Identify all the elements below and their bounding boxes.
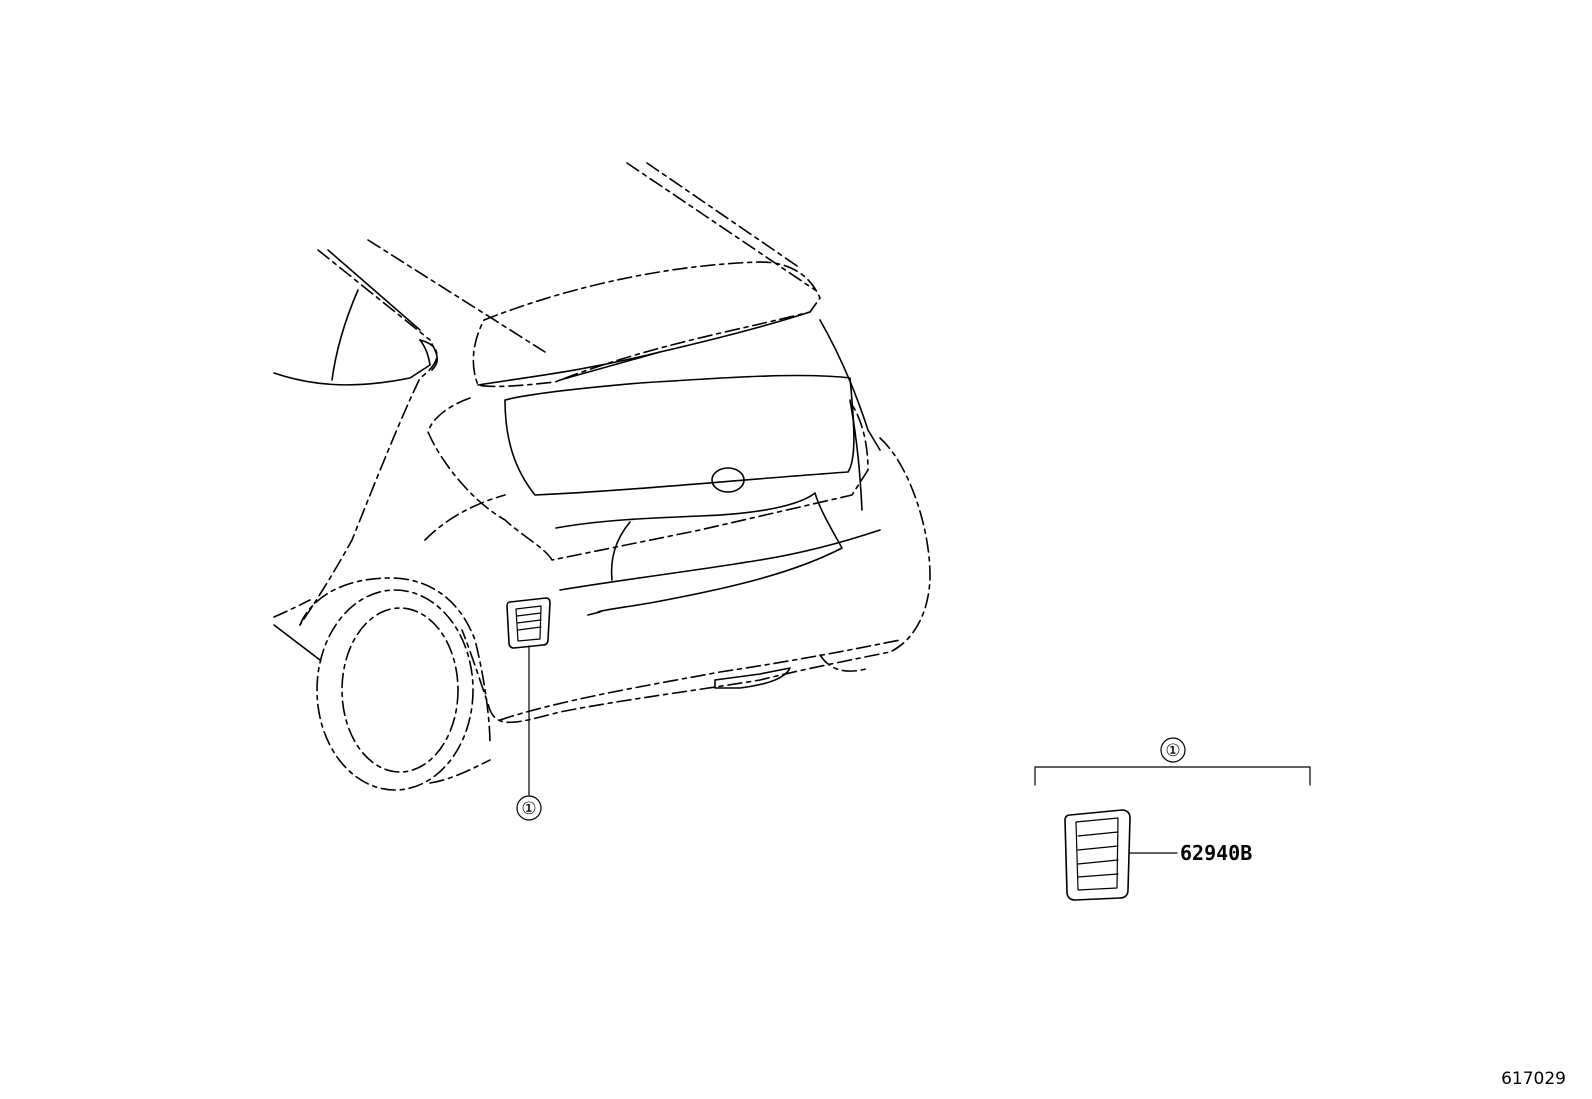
- vent-reflector-part-icon: [1064, 809, 1131, 901]
- vehicle-illustration: [273, 162, 931, 791]
- part-number-label: 62940B: [1180, 841, 1252, 865]
- vent-reflector-on-vehicle-icon: [506, 597, 551, 649]
- vehicle-callout-label: ①: [521, 799, 536, 819]
- group-callout-label: ①: [1165, 741, 1180, 761]
- part-group: ① 62940B: [1034, 737, 1311, 901]
- group-bracket: [1034, 766, 1311, 786]
- diagram-id: 617029: [1501, 1069, 1566, 1089]
- vehicle-callout: ①: [516, 645, 542, 821]
